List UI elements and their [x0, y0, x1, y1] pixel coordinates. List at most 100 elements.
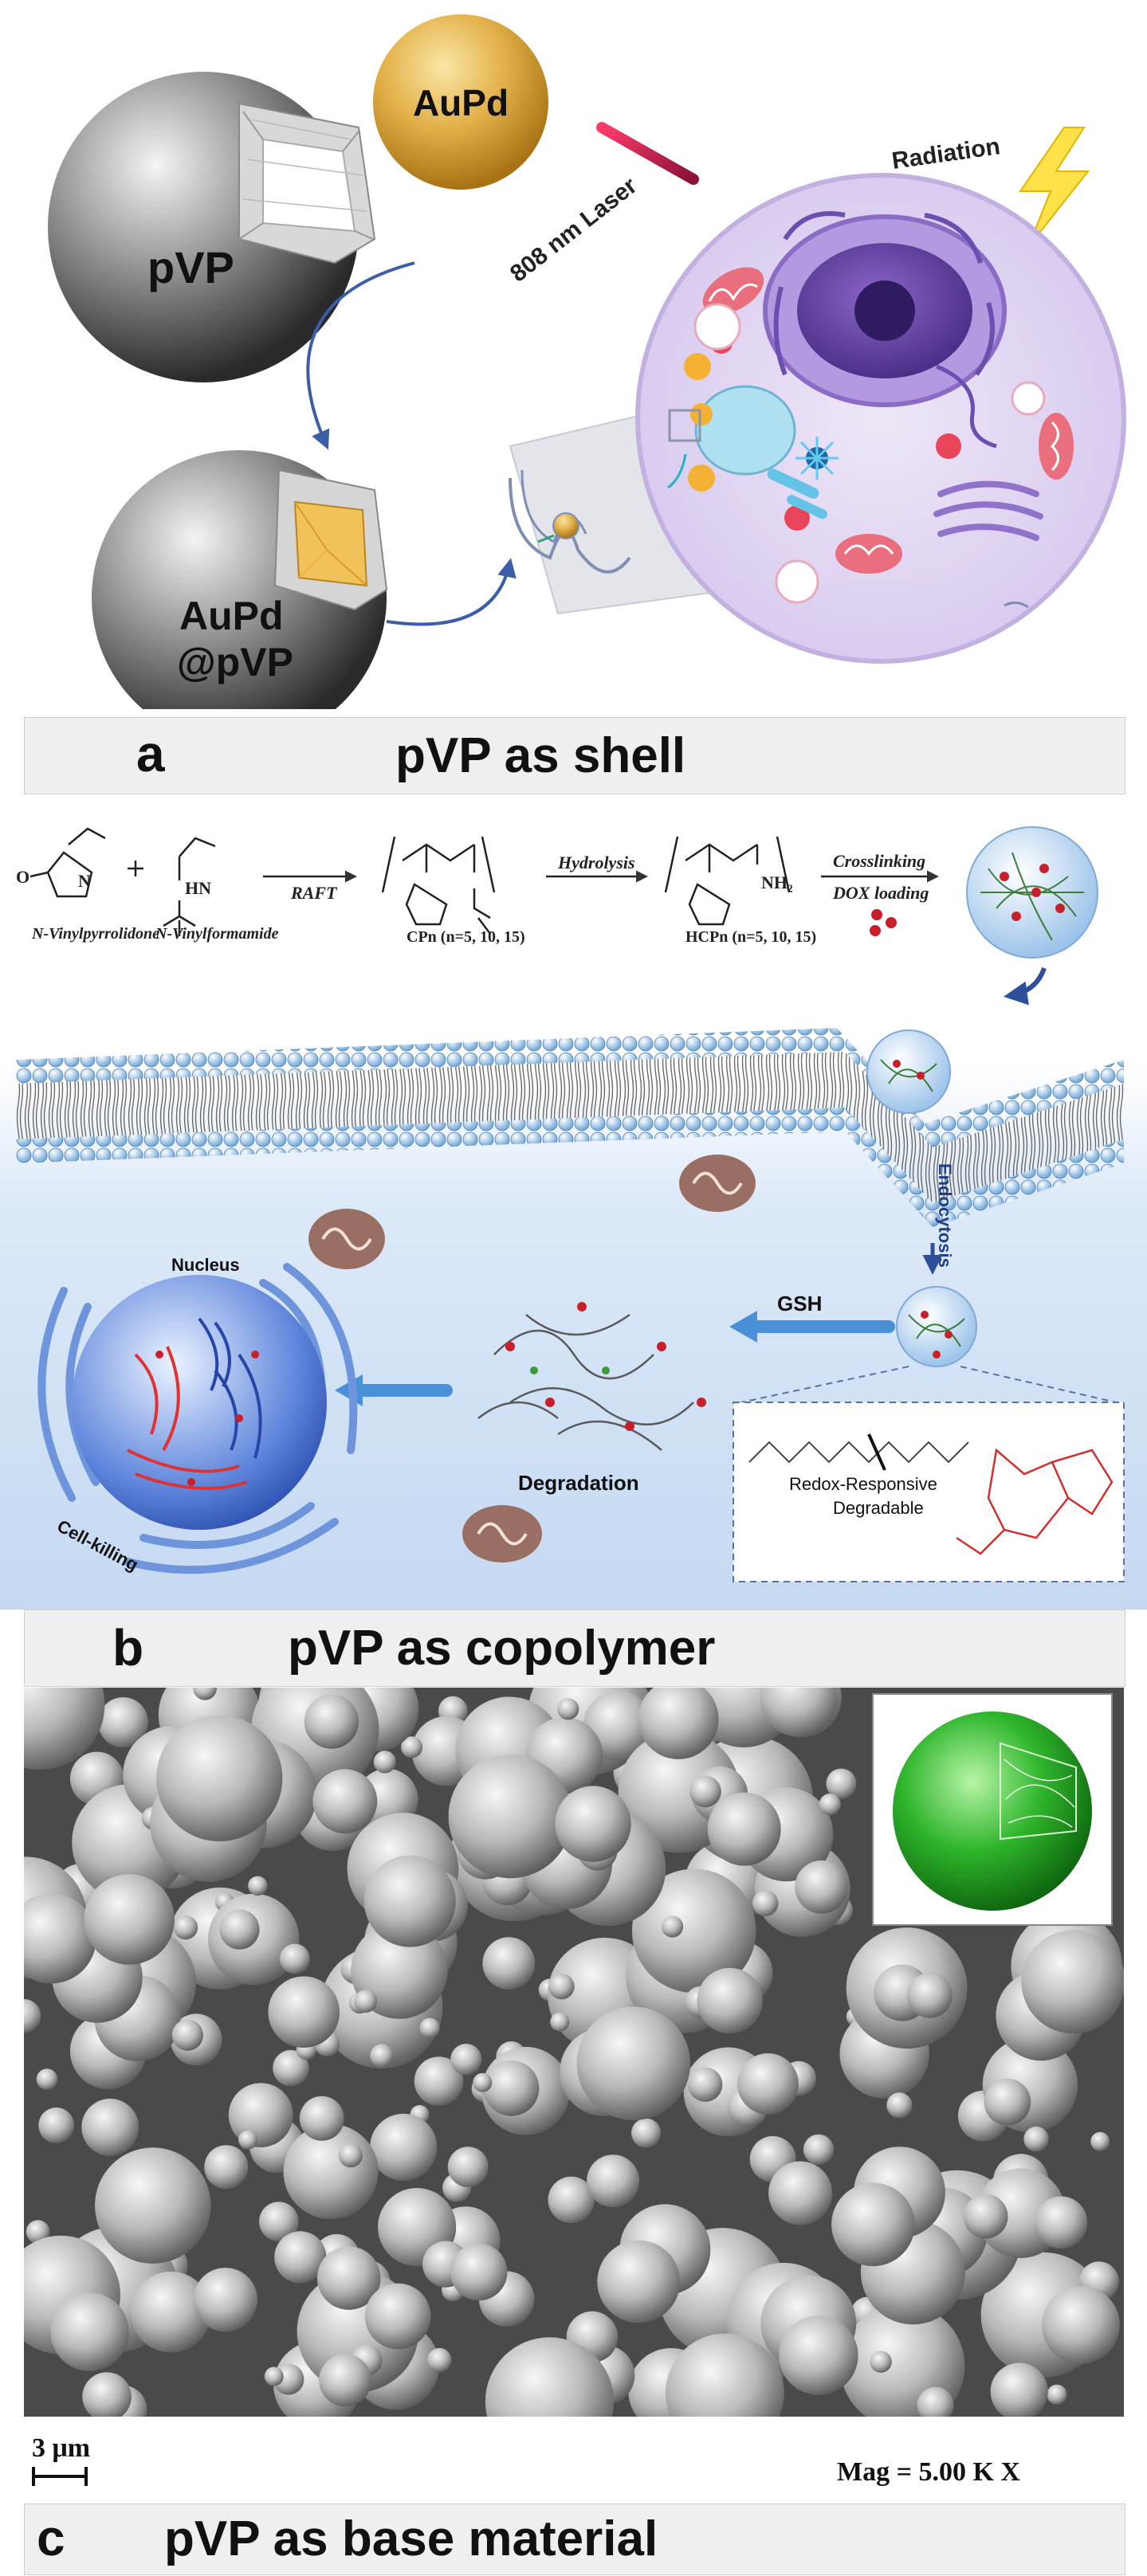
nanogel-inside	[896, 1286, 977, 1367]
sem-particle	[1047, 2384, 1067, 2405]
sem-particle	[316, 2246, 381, 2310]
sem-particle	[557, 1698, 579, 1720]
sem-particle	[576, 2006, 691, 2120]
sem-particle	[98, 1697, 148, 1748]
gsh-label: GSH	[777, 1292, 822, 1315]
sem-particle	[450, 2243, 508, 2301]
sem-particle	[752, 1890, 779, 1916]
sem-particle	[760, 1688, 838, 1737]
panel-b-illustration: N-Vinylpyrrolidone N-Vinylformamide N HN…	[0, 797, 1147, 1610]
sem-particle	[82, 2372, 132, 2421]
dox-dots	[870, 909, 897, 936]
sem-particle	[768, 2161, 833, 2225]
arrow-uptake	[386, 558, 517, 626]
sem-particle	[450, 2044, 482, 2076]
sem-particle	[826, 1768, 857, 1799]
radiation-label: Radiation	[890, 133, 1002, 174]
nucleus	[72, 1275, 327, 1530]
sem-particle	[228, 2083, 293, 2147]
sem-particle	[204, 2145, 249, 2190]
caption-text-b: pVP as copolymer	[288, 1621, 716, 1676]
sem-particle	[304, 1694, 359, 1749]
sem-particle	[36, 2068, 58, 2090]
monomer1-label: N-Vinylpyrrolidone	[31, 925, 159, 943]
sem-particle	[483, 2060, 540, 2116]
monomer2-label: N-Vinylformamide	[155, 925, 279, 943]
sem-particle	[689, 1775, 721, 1808]
sem-particle	[688, 2067, 723, 2102]
sem-particle	[24, 1688, 105, 1770]
degradation-dots	[505, 1302, 706, 1431]
sem-particle	[248, 1876, 268, 1896]
caption-letter-b: b	[112, 1619, 144, 1676]
sem-particle	[1090, 2131, 1110, 2151]
sem-particle	[259, 2202, 299, 2241]
sem-particle	[268, 1976, 340, 2048]
sem-particle	[24, 1998, 41, 2033]
sem-particle	[264, 2366, 284, 2386]
sem-particle	[1021, 1930, 1124, 2034]
sem-particle	[550, 2012, 570, 2032]
pvp-label: pVP	[147, 242, 234, 292]
sem-particle	[81, 2098, 139, 2156]
sem-particle	[803, 2134, 835, 2165]
sem-particle	[173, 1915, 198, 1940]
atom-nh2: NH₂	[761, 872, 793, 892]
sem-particle	[274, 2231, 327, 2284]
degraded-polymer	[477, 1313, 694, 1451]
mitochondria-b	[308, 1155, 756, 1562]
sem-particle	[907, 1972, 953, 2018]
dox-loading-label: DOX loading	[832, 883, 929, 903]
aupd-pvp-label-line2: @pVP	[177, 640, 293, 684]
panel-a: pVP AuPd AuPd @pVP	[0, 0, 1147, 709]
aupd-sphere: AuPd	[373, 14, 548, 190]
sem-particle	[38, 2107, 75, 2143]
sem-particle	[831, 2182, 915, 2267]
sem-particle	[482, 1937, 536, 1990]
caption-text-a: pVP as shell	[395, 728, 686, 783]
atom-o1: O	[16, 867, 29, 887]
hcpn-label: HCPn (n=5, 10, 15)	[685, 928, 816, 946]
panel-c: 3 μm Mag = 5.00 K X	[24, 1688, 1124, 2508]
sem-particle	[587, 2155, 640, 2208]
crosslinking-label: Crosslinking	[833, 851, 925, 871]
caption-bar-b: b pVP as copolymer	[24, 1610, 1125, 1687]
sem-particle	[990, 2362, 1048, 2421]
sem-particle	[707, 1792, 781, 1866]
inset-sphere	[872, 1693, 1113, 1926]
panel-b: N-Vinylpyrrolidone N-Vinylformamide N HN…	[0, 797, 1147, 1610]
sem-particle	[419, 2017, 440, 2038]
sem-particle	[870, 2351, 892, 2373]
atom-n1: N	[78, 871, 91, 891]
panel-a-illustration: pVP AuPd AuPd @pVP	[48, 14, 1126, 709]
sem-particle	[661, 1915, 684, 1938]
sem-particle	[917, 2386, 954, 2424]
sem-particle	[597, 2240, 681, 2323]
nucleus-label: Nucleus	[171, 1255, 240, 1275]
redox-label-line1: Redox-Responsive	[789, 1474, 937, 1494]
sem-particle	[364, 2283, 431, 2350]
nanogel-entering	[866, 1029, 951, 1114]
cpn-label: CPn (n=5, 10, 15)	[407, 928, 525, 946]
nanogel-top	[966, 826, 1098, 959]
mitochondria	[702, 267, 1074, 574]
sem-particle	[171, 2019, 203, 2051]
sem-particle	[631, 2118, 661, 2148]
atom-hn: HN	[185, 878, 211, 898]
sem-particle	[1035, 2196, 1088, 2249]
sem-particle	[984, 2078, 1031, 2126]
sem-particle	[795, 1860, 848, 1914]
sem-particle	[697, 1967, 763, 2034]
er-arcs	[37, 1263, 358, 1574]
caption-text-c: pVP as base material	[164, 2511, 658, 2566]
synthesis-scheme	[29, 827, 939, 936]
arrow-to-membrane	[1004, 966, 1047, 1006]
sem-particle	[737, 2053, 799, 2115]
pvp-sphere: pVP	[48, 72, 376, 382]
caption-letter-c: c	[37, 2509, 65, 2566]
aupd-label: AuPd	[413, 82, 509, 124]
raft-label: RAFT	[290, 883, 338, 903]
sem-particle	[548, 2176, 595, 2224]
sem-particle	[238, 2130, 258, 2150]
sem-particle	[963, 2194, 1008, 2239]
